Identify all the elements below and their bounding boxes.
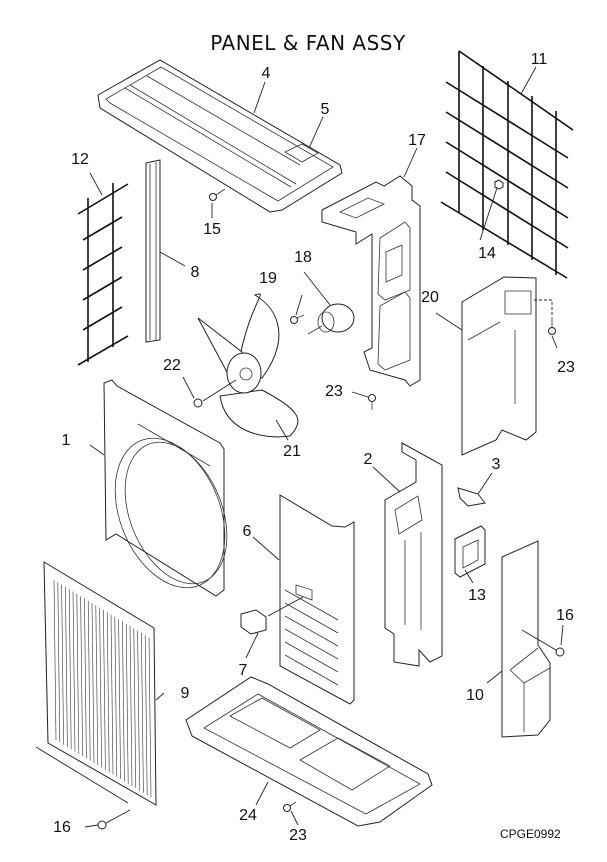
part-5-label-plate[interactable] <box>284 143 319 163</box>
callout-23-right: 23 <box>557 359 575 376</box>
part-15-screw[interactable] <box>209 188 226 201</box>
grille-slat <box>137 630 140 791</box>
part-4-top-panel[interactable] <box>97 59 343 213</box>
grille-slat <box>106 612 110 773</box>
callout-24: 24 <box>239 807 257 824</box>
part-23-screw-right[interactable] <box>534 299 556 335</box>
drawing-code: CPGE0992 <box>500 827 561 841</box>
callout-5: 5 <box>321 101 330 118</box>
callout-22: 22 <box>163 357 181 374</box>
part-23-screw-middle[interactable] <box>368 394 376 411</box>
grille-slat <box>80 596 83 757</box>
callout-19: 19 <box>259 270 277 287</box>
callout-10: 10 <box>466 687 484 704</box>
part-6-side-panel[interactable] <box>279 494 355 705</box>
callout-18: 18 <box>294 249 312 266</box>
part-16-screw-right[interactable] <box>521 629 565 657</box>
leader-lines <box>84 66 564 828</box>
grille-slat <box>141 632 144 793</box>
part-18-fan-motor[interactable] <box>307 303 355 335</box>
grille-slat <box>68 589 72 750</box>
grille-slat <box>72 591 76 752</box>
grille-slat <box>129 625 133 787</box>
grille-slat <box>65 586 68 747</box>
part-3-handle-cover[interactable] <box>457 487 486 507</box>
grille-slat <box>110 614 114 775</box>
part-21-propeller-fan[interactable] <box>197 293 299 438</box>
part-11-rear-wire-guard[interactable] <box>440 50 574 279</box>
grille-slat <box>91 602 95 764</box>
grille-slat <box>125 623 129 784</box>
grille-slat <box>144 635 148 796</box>
grille-slat <box>122 621 125 782</box>
callout-23-middle: 23 <box>325 383 343 400</box>
part-8-side-pillar[interactable] <box>145 159 161 343</box>
part-23-screw-bottom[interactable] <box>283 801 297 812</box>
part-20-rear-side-panel[interactable] <box>461 276 537 456</box>
part-1-front-frame[interactable] <box>94 379 246 604</box>
grille-slat <box>148 637 152 798</box>
part-22-fan-nut[interactable] <box>193 379 237 408</box>
callout-7: 7 <box>239 662 248 679</box>
callout-15: 15 <box>203 221 221 238</box>
callout-2: 2 <box>364 451 373 468</box>
part-24-base-pan[interactable] <box>185 676 433 827</box>
grille-slat <box>57 582 61 743</box>
grille-slat <box>53 579 57 741</box>
callout-23-bottom: 23 <box>289 827 307 844</box>
callout-16-right: 16 <box>556 607 574 624</box>
grille-slat <box>76 593 80 754</box>
callout-17: 17 <box>408 132 426 149</box>
grille-slat <box>133 628 137 789</box>
part-12-side-wire-guard[interactable] <box>77 183 129 366</box>
callout-6: 6 <box>243 523 252 540</box>
part-19-motor-screw[interactable] <box>290 314 305 324</box>
callout-labels: 4 5 11 12 17 15 14 8 18 19 20 23 22 23 1… <box>53 51 575 844</box>
grille-slat <box>95 605 99 766</box>
part-10-service-cover[interactable] <box>501 540 551 738</box>
part-13-terminal-cover[interactable] <box>454 525 486 578</box>
callout-3: 3 <box>492 456 501 473</box>
part-17-motor-bracket[interactable] <box>321 175 421 387</box>
grille-slat <box>84 598 87 759</box>
callout-9: 9 <box>181 685 190 702</box>
grille-slat <box>99 607 102 768</box>
grille-slat <box>114 616 118 777</box>
callout-13: 13 <box>468 587 486 604</box>
diagram-title: PANEL & FAN ASSY <box>210 31 406 55</box>
callout-1: 1 <box>62 432 71 449</box>
grille-slat <box>118 619 121 780</box>
grille-slat <box>61 584 64 745</box>
callout-14: 14 <box>478 245 496 262</box>
callout-21: 21 <box>283 443 301 460</box>
part-9-front-grille[interactable] <box>35 561 157 806</box>
part-2-partition-panel[interactable] <box>384 442 443 667</box>
part-14-guard-clip[interactable] <box>494 179 504 190</box>
callout-11: 11 <box>531 51 548 68</box>
grille-slat <box>87 600 91 761</box>
part-7-handle[interactable] <box>240 596 304 635</box>
callout-16-left: 16 <box>53 819 71 836</box>
callout-12: 12 <box>71 151 89 168</box>
callout-8: 8 <box>191 264 200 281</box>
part-16-screw-left[interactable] <box>97 809 131 830</box>
grille-slat <box>103 609 106 770</box>
callout-20: 20 <box>421 289 439 306</box>
callout-4: 4 <box>262 65 271 82</box>
